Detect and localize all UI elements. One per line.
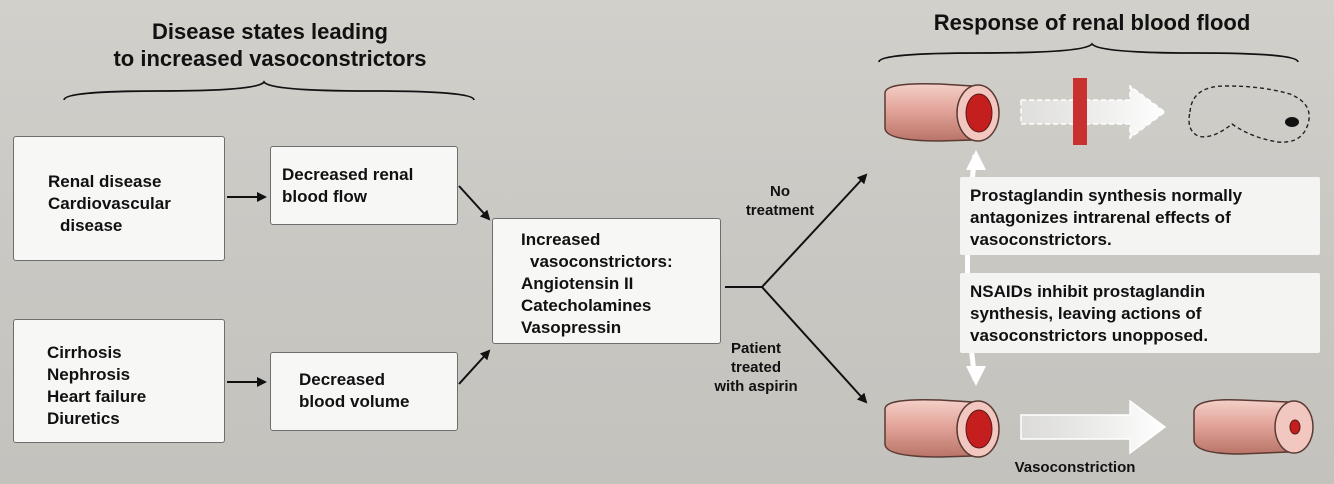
right-brace [878,42,1299,63]
heading-right: Response of renal blood flood [933,10,1251,35]
note-line: antagonizes intrarenal effects of [970,208,1231,227]
vessel-top-left [884,82,1000,142]
box-text-line: Angiotensin II [521,274,634,293]
label-no-treatment: No treatment [730,182,830,220]
vessel-bottom-left [884,398,1000,458]
box-text-line: Cirrhosis [47,343,122,362]
box-text-line: Decreased renal [282,165,414,184]
box-text-line: vasoconstrictors: [530,252,673,271]
box-text-line: Nephrosis [47,365,131,384]
note-prostaglandin: Prostaglandin synthesis normally antagon… [960,177,1320,255]
box-renal-conditions: Renal disease Cardiovascular disease [13,136,225,261]
box-text-line: Decreased [299,370,386,389]
box-text-line: disease [60,216,123,235]
note-line: NSAIDs inhibit prostaglandin [970,282,1206,301]
box-text-line: Increased [521,230,601,249]
box-decreased-volume: Decreased blood volume [270,352,458,431]
blocked-arrow [1020,84,1167,140]
note-line: synthesis, leaving actions of [970,304,1202,323]
box-text-line: Vasopressin [521,318,622,337]
note-line: vasoconstrictors. [970,230,1112,249]
heading-left-line1: Disease states leading [151,19,388,44]
box-text-line: Catecholamines [521,296,652,315]
vessel-bottom-right-constricted [1193,399,1314,455]
box-text-line: Diuretics [47,409,120,428]
label-line: treated [730,359,782,376]
note-line: vasoconstrictors unopposed. [970,326,1209,345]
box-text-line: blood volume [299,392,410,411]
label-line: No [770,183,790,200]
label-line: treatment [745,202,815,219]
box-text-line: blood flow [282,187,367,206]
box-text-line: Heart failure [47,387,147,406]
arrow-aspirin [761,286,868,404]
box-decreased-flow: Decreased renal blood flow [270,146,458,225]
note-line: Prostaglandin synthesis normally [970,186,1243,205]
label-vasoconstriction-text: Vasoconstriction [1014,459,1136,476]
arrow-volume-to-vaso [458,349,491,385]
vessel-top-right-outline [1188,85,1310,143]
left-brace [63,80,475,101]
box-text-line: Renal disease [48,172,162,191]
box-text-line: Cardiovascular [48,194,171,213]
block-bar [1073,78,1087,145]
arrow-flow-to-vaso [458,185,491,221]
label-patient-treated-aspirin: Patient treated with aspirin [696,339,816,396]
label-vasoconstriction: Vasoconstriction [1010,458,1140,477]
box-liver-conditions: Cirrhosis Nephrosis Heart failure Diuret… [13,319,225,443]
heading-response: Response of renal blood flood [886,9,1298,36]
vasoconstriction-arrow [1020,399,1167,455]
heading-disease-states: Disease states leading to increased vaso… [60,18,480,72]
label-line: Patient [730,340,781,357]
heading-left-line2: to increased vasoconstrictors [113,46,427,71]
note-nsaids: NSAIDs inhibit prostaglandin synthesis, … [960,273,1320,353]
label-line: with aspirin [714,378,798,395]
box-increased-vasoconstrictors: Increased vasoconstrictors: Angiotensin … [492,218,721,344]
arrow-no-treatment [761,173,868,288]
